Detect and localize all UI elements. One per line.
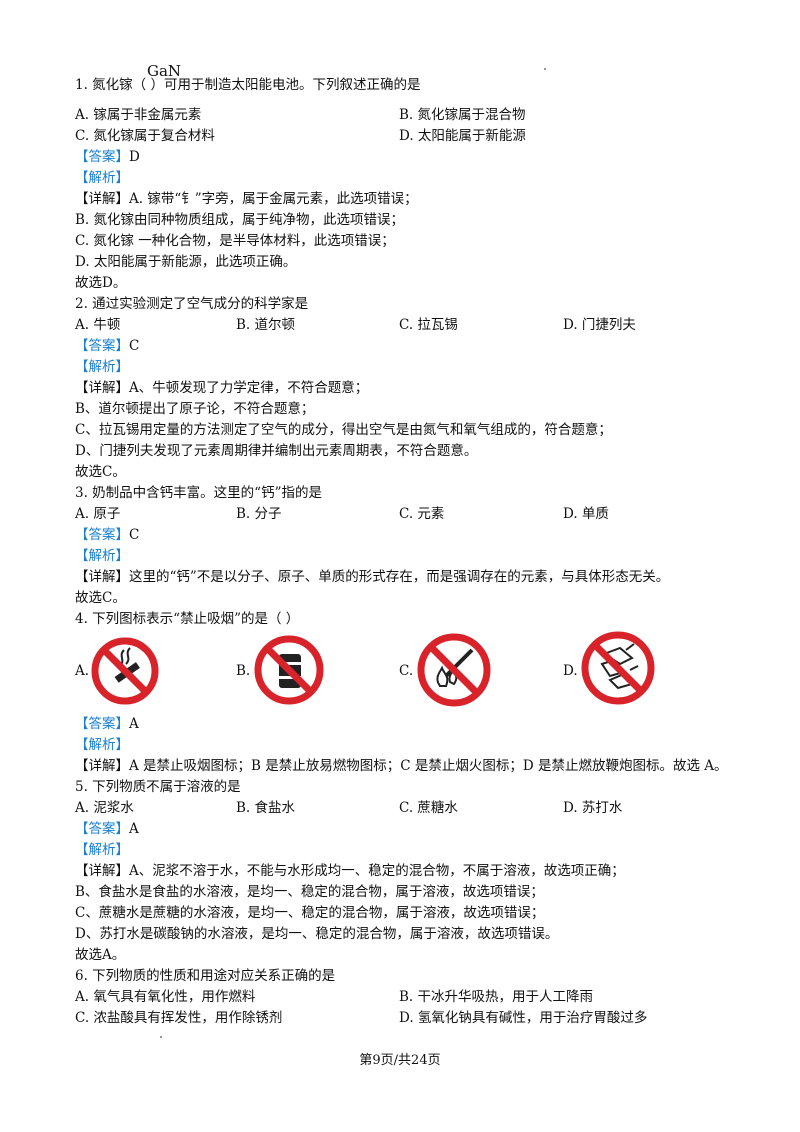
q3-option-c: C. 元素 (399, 506, 445, 522)
answer-tag: 【答案】 (75, 821, 129, 837)
q1-detail-line-1: 【详解】A. 镓带“钅”字旁，属于金属元素，此选项错误； (75, 190, 418, 208)
q6-option-a: A. 氧气具有氧化性，用作燃料 (75, 989, 256, 1005)
q2-option-b: B. 道尔顿 (236, 317, 296, 333)
q1-stem: 1. 氮化镓（ ）可用于制造太阳能电池。下列叙述正确的是 (75, 77, 421, 93)
q3-analysis-tag: 【解析】 (75, 548, 129, 564)
formula-gan: GaN (147, 62, 182, 80)
q5-option-d: D. 苏打水 (563, 800, 623, 816)
answer-value: A (129, 821, 139, 837)
q5-detail-line-3: C、蔗糖水是蔗糖的水溶液，是均一、稳定的混合物，属于溶液，故选项错误； (75, 905, 545, 921)
q4-detail-line-1: 【详解】A 是禁止吸烟图标；B 是禁止放易燃物图标；C 是禁止烟火图标；D 是禁… (75, 757, 728, 775)
answer-tag: 【答案】 (75, 527, 129, 543)
answer-value: D (129, 149, 140, 165)
q4-option-d-letter: D. (563, 663, 578, 679)
q1-detail-line-3: C. 氮化镓 一种化合物，是半导体材料，此选项错误； (75, 233, 395, 249)
q1-option-b: B. 氮化镓属于混合物 (399, 107, 526, 123)
q4-analysis-tag: 【解析】 (75, 737, 129, 753)
q1-option-d: D. 太阳能属于新能源 (399, 128, 526, 144)
q2-stem: 2. 通过实验测定了空气成分的科学家是 (75, 296, 309, 312)
q3-conclusion: 故选C。 (75, 590, 126, 606)
q5-analysis-tag: 【解析】 (75, 842, 129, 858)
q6-stem: 6. 下列物质的性质和用途对应关系正确的是 (75, 968, 336, 984)
answer-tag: 【答案】 (75, 338, 129, 354)
no-firecrackers-icon (580, 630, 656, 706)
q1-conclusion: 故选D。 (75, 275, 127, 291)
q4-option-c-letter: C. (399, 663, 414, 679)
q5-detail-line-1: 【详解】A、泥浆不溶于水，不能与水形成均一、稳定的混合物，不属于溶液，故选项正确… (75, 862, 625, 880)
answer-value: C (129, 338, 140, 354)
q5-detail-line-4: D、苏打水是碳酸钠的水溶液，是均一、稳定的混合物，属于溶液，故选项错误。 (75, 926, 559, 942)
q4-stem: 4. 下列图标表示“禁止吸烟”的是（ ） (75, 611, 300, 627)
q4-answer: 【答案】A (75, 715, 139, 733)
q5-conclusion: 故选A。 (75, 947, 126, 963)
detail-text: A 是禁止吸烟图标；B 是禁止放易燃物图标；C 是禁止烟火图标；D 是禁止燃放鞭… (129, 758, 728, 774)
q2-detail-line-2: B、道尔顿提出了原子论，不符合题意； (75, 401, 315, 417)
detail-tag: 【详解】 (75, 863, 129, 879)
q3-option-d: D. 单质 (563, 506, 609, 522)
detail-text: A、牛顿发现了力学定律，不符合题意； (129, 380, 369, 396)
detail-text: A、泥浆不溶于水，不能与水形成均一、稳定的混合物，不属于溶液，故选项正确； (129, 863, 625, 879)
q5-answer: 【答案】A (75, 820, 139, 838)
q3-option-b: B. 分子 (236, 506, 282, 522)
stray-dot (544, 68, 546, 70)
no-flammable-materials-icon (253, 634, 325, 706)
q2-detail-line-3: C、拉瓦锡用定量的方法测定了空气的成分，得出空气是由氮气和氧气组成的，符合题意； (75, 422, 612, 438)
q3-answer: 【答案】C (75, 526, 139, 544)
q1-option-a: A. 镓属于非金属元素 (75, 107, 202, 123)
q2-option-c: C. 拉瓦锡 (399, 317, 458, 333)
no-smoking-icon (90, 636, 160, 706)
answer-value: C (129, 527, 140, 543)
q5-option-a: A. 泥浆水 (75, 800, 134, 816)
q6-option-b: B. 干冰升华吸热，用于人工降雨 (399, 989, 594, 1005)
q5-stem: 5. 下列物质不属于溶液的是 (75, 779, 241, 795)
q3-detail-line-1: 【详解】这里的“钙”不是以分子、原子、单质的形式存在，而是强调存在的元素，与具体… (75, 568, 669, 586)
q6-option-c: C. 浓盐酸具有挥发性，用作除锈剂 (75, 1010, 283, 1026)
q1-detail-line-2: B. 氮化镓由同种物质组成，属于纯净物，此选项错误； (75, 212, 405, 228)
q2-option-a: A. 牛顿 (75, 317, 121, 333)
q2-conclusion: 故选C。 (75, 464, 126, 480)
answer-tag: 【答案】 (75, 149, 129, 165)
detail-tag: 【详解】 (75, 569, 129, 585)
q1-option-c: C. 氮化镓属于复合材料 (75, 128, 215, 144)
q5-option-b: B. 食盐水 (236, 800, 296, 816)
detail-tag: 【详解】 (75, 758, 129, 774)
q2-option-d: D. 门捷列夫 (563, 317, 636, 333)
detail-text: A. 镓带“钅”字旁，属于金属元素，此选项错误； (129, 191, 418, 207)
q5-detail-line-2: B、食盐水是食盐的水溶液，是均一、稳定的混合物，属于溶液，故选项错误； (75, 884, 544, 900)
q4-option-a-letter: A. (75, 663, 90, 679)
q3-option-a: A. 原子 (75, 506, 121, 522)
q6-option-d: D. 氢氧化钠具有碱性，用于治疗胃酸过多 (399, 1010, 648, 1026)
q2-answer: 【答案】C (75, 337, 139, 355)
q1-detail-line-4: D. 太阳能属于新能源，此选项正确。 (75, 254, 297, 270)
q1-analysis-tag: 【解析】 (75, 170, 129, 186)
q2-analysis-tag: 【解析】 (75, 359, 129, 375)
answer-value: A (129, 716, 139, 732)
q3-stem: 3. 奶制品中含钙丰富。这里的“钙”指的是 (75, 485, 322, 501)
detail-tag: 【详解】 (75, 380, 129, 396)
q2-detail-line-4: D、门捷列夫发现了元素周期律并编制出元素周期表，不符合题意。 (75, 443, 478, 459)
page-footer: 第9页/共24页 (359, 1053, 441, 1068)
q4-option-b-letter: B. (236, 663, 251, 679)
answer-tag: 【答案】 (75, 716, 129, 732)
detail-text: 这里的“钙”不是以分子、原子、单质的形式存在，而是强调存在的元素，与具体形态无关… (129, 569, 670, 585)
q5-option-c: C. 蔗糖水 (399, 800, 458, 816)
no-open-flame-icon (416, 632, 492, 708)
detail-tag: 【详解】 (75, 191, 129, 207)
stray-dot (160, 1036, 162, 1038)
q1-answer: 【答案】D (75, 148, 140, 166)
q2-detail-line-1: 【详解】A、牛顿发现了力学定律，不符合题意； (75, 379, 368, 397)
